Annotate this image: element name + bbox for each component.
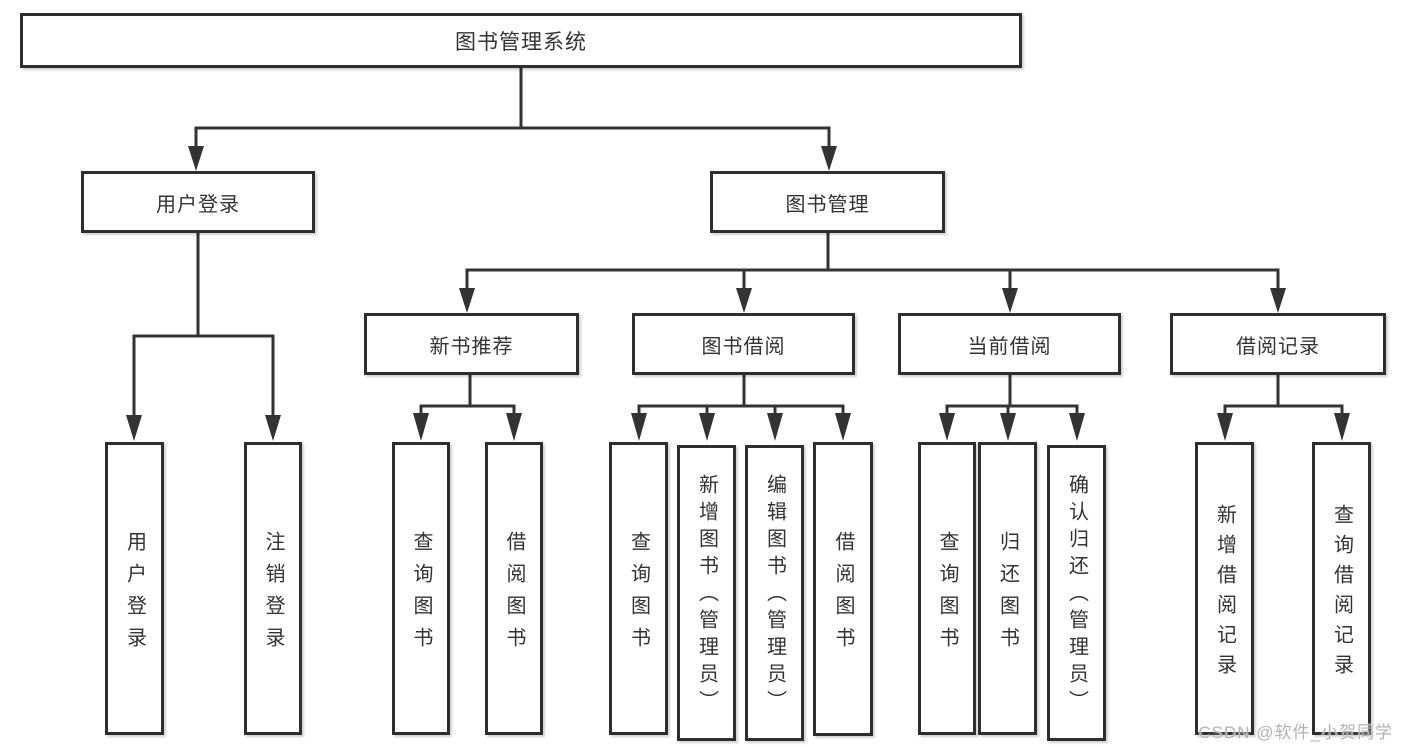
- node-borrowing-records: 借阅记录: [1170, 313, 1386, 375]
- node-edit-book-admin: 编辑图书（管理员）: [745, 445, 804, 741]
- node-label: 图书借阅: [701, 335, 786, 358]
- node-label: 归还图书: [996, 530, 1019, 659]
- node-label: 编辑图书（管理员）: [763, 473, 786, 717]
- node-label: 借阅记录: [1236, 335, 1320, 358]
- node-return-books: 归还图书: [978, 442, 1037, 735]
- node-confirm-return-admin: 确认归还（管理员）: [1047, 445, 1106, 741]
- arrowheads: [126, 146, 1350, 441]
- node-label: 当前借阅: [967, 335, 1052, 358]
- node-label: 查询图书: [936, 530, 958, 659]
- node-label: 用户登录: [156, 193, 240, 216]
- node-current-borrowing: 当前借阅: [898, 313, 1121, 375]
- node-label: 查询借阅记录: [1330, 503, 1353, 684]
- node-query-books-current: 查询图书: [918, 442, 976, 735]
- node-label: 新增借阅记录: [1213, 503, 1236, 684]
- node-new-book-recommendation: 新书推荐: [364, 313, 579, 375]
- node-label: 借阅图书: [503, 530, 525, 659]
- node-borrow-books-recommend: 借阅图书: [485, 442, 543, 735]
- node-label: 注销登录: [262, 530, 284, 659]
- node-borrow-books-borrowing: 借阅图书: [813, 442, 873, 736]
- node-label: 查询图书: [410, 530, 432, 659]
- node-library-system: 图书管理系统: [20, 13, 1022, 68]
- node-add-book-admin: 新增图书（管理员）: [677, 445, 736, 741]
- node-label: 新增图书（管理员）: [695, 473, 718, 717]
- node-label: 查询图书: [627, 530, 650, 659]
- node-book-borrowing: 图书借阅: [632, 313, 855, 375]
- node-label: 图书管理: [785, 193, 870, 216]
- node-label: 确认归还（管理员）: [1065, 473, 1088, 717]
- node-label: 新书推荐: [429, 335, 514, 358]
- node-label: 用户登录: [123, 530, 146, 659]
- node-logout: 注销登录: [244, 442, 302, 735]
- node-user-login: 用户登录: [81, 171, 315, 233]
- node-add-borrow-record: 新增借阅记录: [1195, 442, 1254, 735]
- node-login: 用户登录: [105, 442, 164, 735]
- watermark: CSDN @软件_小贺同学: [1198, 723, 1393, 742]
- node-label: 借阅图书: [832, 531, 854, 659]
- node-query-books-borrowing: 查询图书: [609, 442, 668, 735]
- node-query-books-recommend: 查询图书: [392, 442, 450, 735]
- node-label: 图书管理系统: [455, 30, 587, 54]
- node-book-management: 图书管理: [710, 171, 945, 233]
- node-query-borrow-record: 查询借阅记录: [1312, 442, 1371, 735]
